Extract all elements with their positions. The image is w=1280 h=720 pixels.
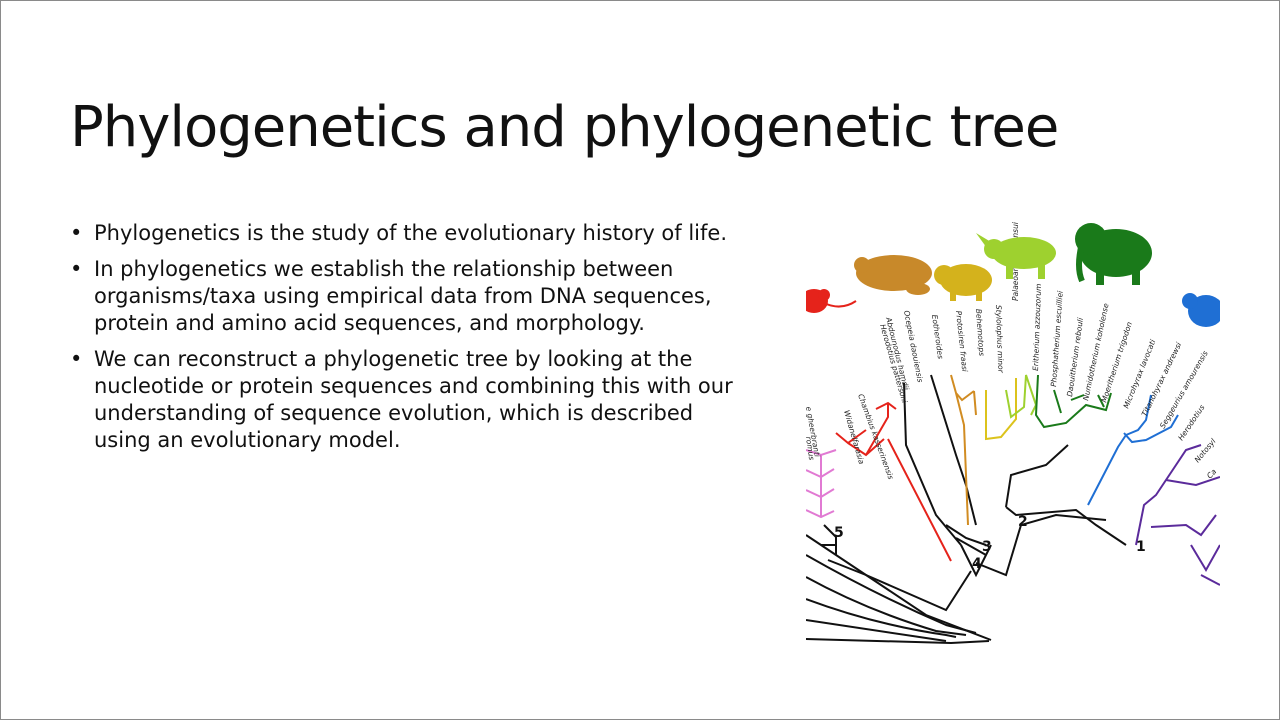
node-label: 4 (972, 556, 982, 572)
hyrax-silhouette-icon (1182, 293, 1220, 327)
tree-branch (1005, 444, 1127, 546)
taxon-label: Phosphatherium escuilliei (1049, 290, 1065, 388)
slide-title: Phylogenetics and phylogenetic tree (70, 95, 1059, 160)
taxon-label: Eotheroides (930, 314, 945, 360)
tree-branch (806, 598, 957, 638)
taxon-label: Eritherium azzouzorum (1031, 283, 1043, 371)
taxon-label: Daouitherium rebouli (1065, 316, 1085, 397)
taxon-label: Herodotius (1176, 403, 1206, 442)
taxon-label: Widanelfarasia (842, 409, 866, 466)
node-label: 3 (982, 539, 992, 555)
bullet-item: In phylogenetics we establish the relati… (70, 256, 750, 337)
node-label: 5 (834, 525, 844, 541)
tree-branch (806, 449, 837, 519)
tree-branch (1087, 394, 1179, 506)
tree-branch (985, 378, 1017, 441)
elephant-silhouette-icon (1075, 223, 1152, 285)
pig-silhouette-icon (934, 264, 992, 301)
bullet-list: Phylogenetics is the study of the evolut… (70, 220, 750, 463)
bullet-item: We can reconstruct a phylogenetic tree b… (70, 346, 750, 454)
tree-branch (1005, 374, 1038, 419)
taxon-label: Notosyl (1193, 436, 1219, 464)
rodent-silhouette-icon (806, 289, 857, 313)
tree-branch (806, 619, 947, 642)
manatee-silhouette-icon (854, 255, 932, 295)
tree-branch (806, 576, 967, 636)
tree-branch (806, 638, 990, 645)
taxon-label: Behemotops (974, 309, 986, 357)
node-label: 2 (1018, 514, 1028, 530)
taxon-label: Protosiren fraasi (954, 310, 969, 373)
taxon-label: Chambius kasserinensis (856, 393, 895, 481)
tree-branch (903, 374, 977, 546)
bullet-item: Phylogenetics is the study of the evolut… (70, 220, 750, 247)
taxon-label: Stylolophus minor (994, 305, 1005, 374)
tree-branch (806, 554, 977, 634)
tree-branch (950, 374, 977, 526)
tree-branch (835, 401, 952, 562)
taxon-label: romus (806, 436, 816, 461)
node-label: 1 (1136, 539, 1146, 555)
tree-branch (1034, 374, 1112, 429)
tree-branch (1135, 444, 1220, 586)
tree-branch (823, 524, 972, 612)
phylogenetic-tree-figure: 1 2 3 4 5 Chambius kasserinensis Widanel… (806, 221, 1220, 645)
tree-branch (945, 524, 987, 556)
rhino-silhouette-icon (976, 233, 1056, 279)
tree-branch (821, 535, 837, 555)
